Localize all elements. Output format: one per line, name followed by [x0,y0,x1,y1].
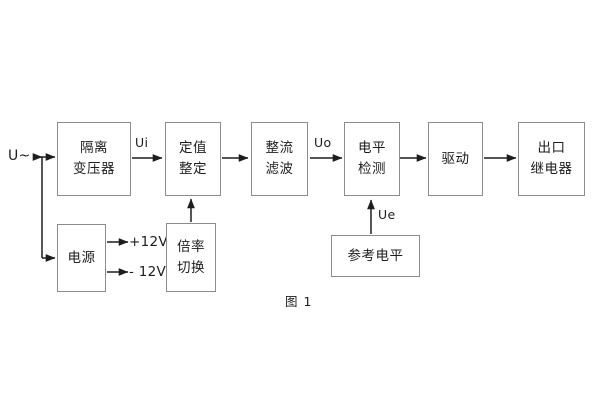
block-line: 出口 [537,140,566,157]
block-line: 变压器 [73,161,115,177]
block-rectifier-filter[interactable]: 整流 滤波 [251,122,308,196]
block-multiplier-switch[interactable]: 倍率 切换 [166,223,216,292]
signal-label-ui: Ui [135,135,149,150]
block-setting-value[interactable]: 定值 整定 [165,122,221,196]
block-driver[interactable]: 驱动 [428,122,483,196]
block-line: 定值 [179,140,207,157]
block-line: 滤波 [265,161,294,177]
block-power-supply[interactable]: 电源 [57,224,106,292]
block-line: 电平 [358,140,386,157]
block-line: 参考电平 [347,247,404,264]
block-line: 继电器 [530,161,573,177]
block-line: 电源 [67,249,96,266]
block-output-relay[interactable]: 出口 继电器 [518,122,585,196]
rail-label-positive: +12V [129,234,168,250]
block-line: 隔离 [80,140,108,157]
rail-label-negative: - 12V [129,264,167,280]
block-line: 切换 [177,259,205,276]
block-line: 倍率 [177,238,205,255]
signal-label-ue: Ue [378,207,396,222]
block-line: 驱动 [441,150,470,167]
input-voltage-label: U~ [8,148,31,164]
block-line: 检测 [358,161,386,177]
block-line: 整流 [265,140,294,157]
block-line: 整定 [179,161,207,177]
signal-label-uo: Uo [314,135,332,150]
block-isolation-transformer[interactable]: 隔离 变压器 [57,122,131,196]
figure-caption: 图 1 [285,294,313,309]
block-level-detection[interactable]: 电平 检测 [344,122,400,196]
block-reference-level[interactable]: 参考电平 [331,235,420,277]
